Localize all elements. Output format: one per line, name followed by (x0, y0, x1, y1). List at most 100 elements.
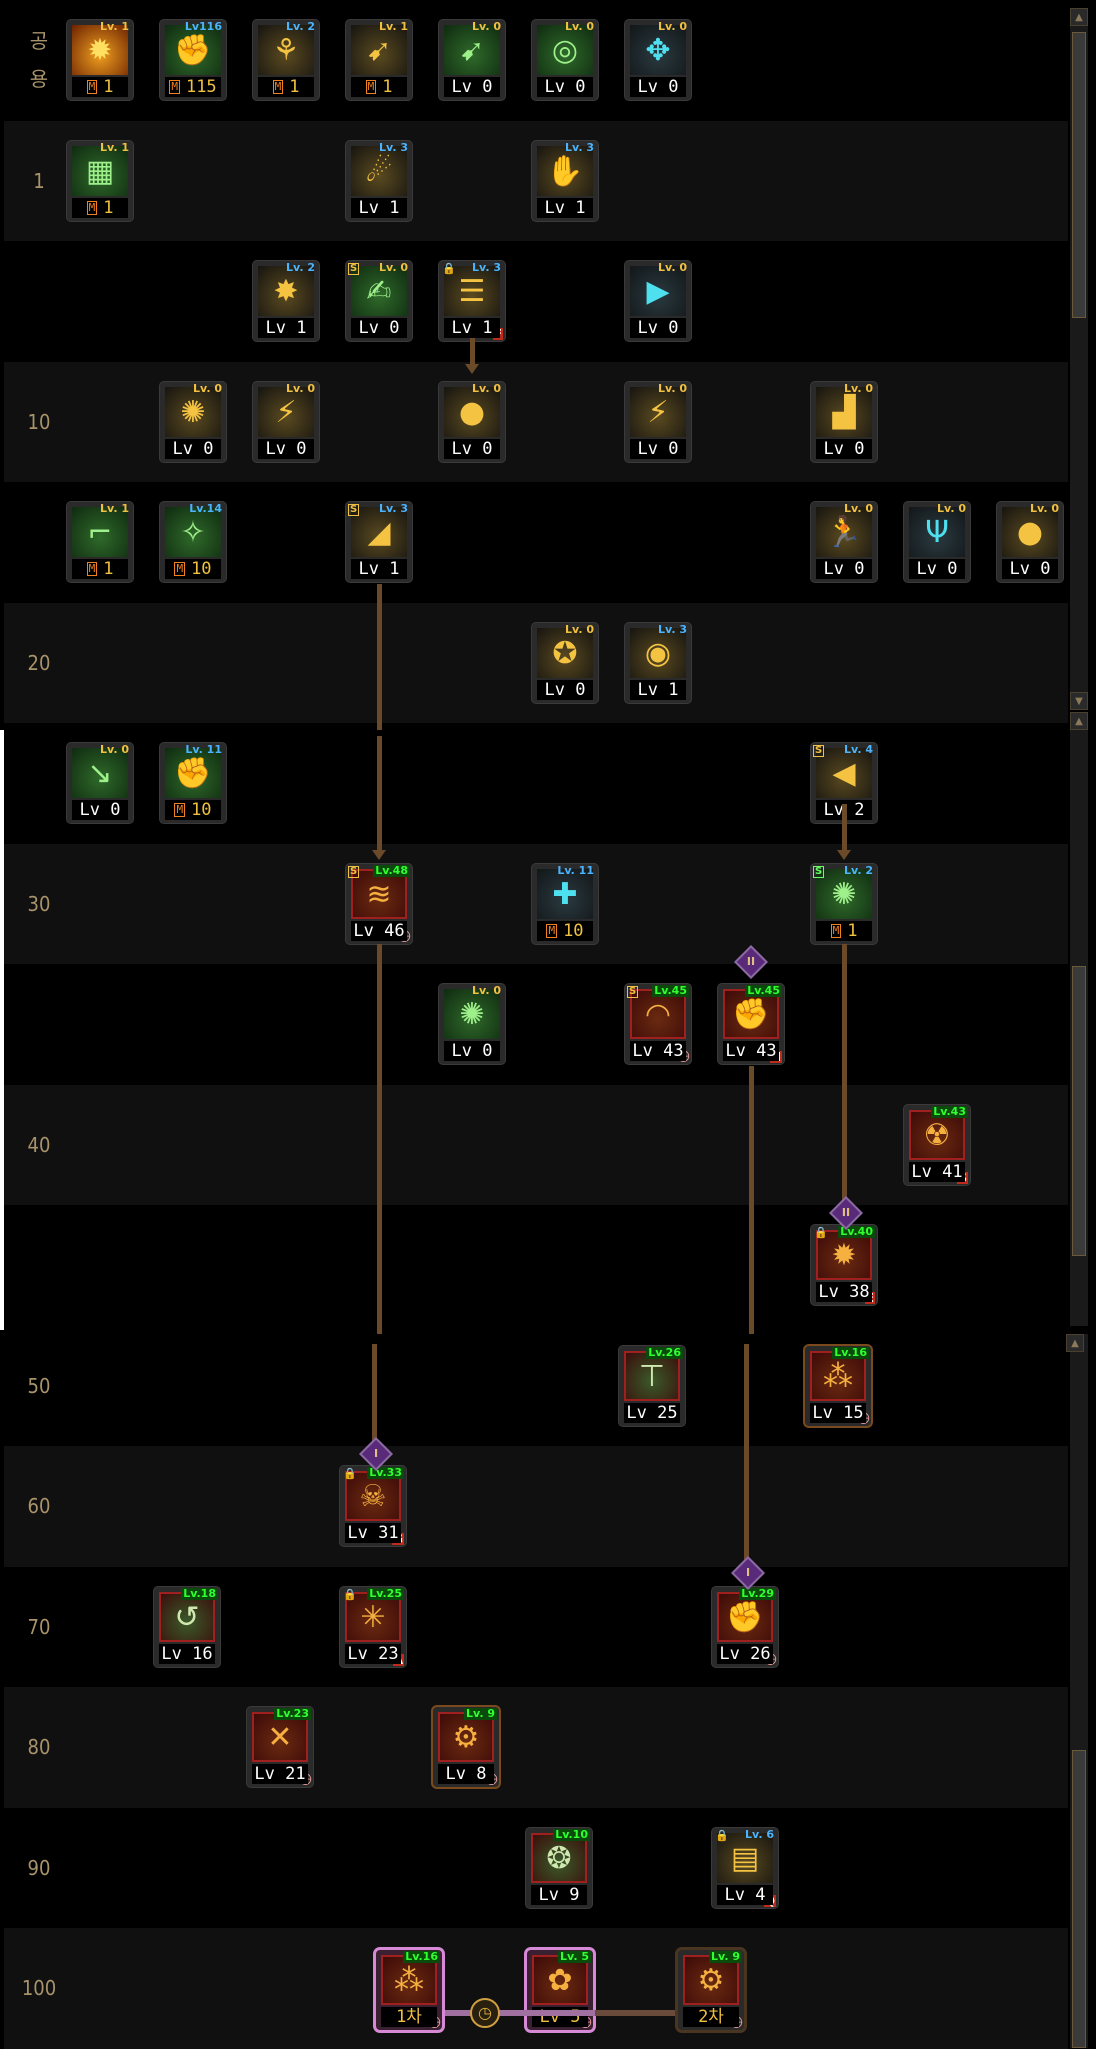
hyper-connector (445, 2010, 675, 2016)
skill-level: Lv 0 (816, 439, 872, 459)
skill-slot[interactable]: ✳Lv.25🔒ALv 23 (340, 1587, 406, 1667)
skill-slot[interactable]: ≋Lv.48S◷Lv 46 (346, 864, 412, 944)
scroll-up-button[interactable]: ▲ (1070, 8, 1088, 26)
skill-slot[interactable]: ⚙Lv. 9◷Lv 8 (433, 1707, 499, 1787)
skill-max-level: Lv. 0 (658, 261, 687, 274)
tier-level-label: 20 (27, 650, 51, 675)
skill-level-value: Lv 0 (265, 439, 307, 459)
skill-icon: ✳ (345, 1592, 401, 1642)
skill-level-value: 1 (847, 921, 858, 941)
skill-level-value: Lv 0 (637, 77, 679, 97)
skill-level-value: 1 (103, 77, 114, 97)
scrollbar-thumb[interactable] (1072, 1750, 1086, 2048)
skill-icon: ⚙ (683, 1955, 739, 2005)
lock-icon: 🔒 (442, 262, 456, 275)
scroll-up-button[interactable]: ▲ (1066, 1334, 1084, 1352)
scroll-down-button[interactable]: ▼ (1070, 692, 1088, 710)
skill-max-level: Lv. 3 (565, 141, 594, 154)
connector-line (749, 1066, 754, 1334)
skill-max-level: Lv.43 (931, 1105, 968, 1118)
skill-slot[interactable]: ☠Lv.33🔒GLv 31 (340, 1466, 406, 1546)
skill-icon: ⚡ (258, 387, 314, 437)
skill-max-level: Lv.18 (181, 1587, 218, 1600)
skill-slot[interactable]: ✿Lv. 5◷Lv 5 (527, 1950, 593, 2030)
hyper-connector (595, 2010, 675, 2016)
skill-icon: ☠ (345, 1471, 401, 1521)
master-badge-icon: M (86, 201, 98, 215)
skill-s-badge: S (813, 866, 825, 878)
skill-level-value: 10 (191, 800, 212, 820)
skill-level: Lv 4 (717, 1885, 773, 1905)
scrollbar-thumb[interactable] (1072, 966, 1086, 1256)
skill-slot[interactable]: ✋Lv. 3 Lv 1 (532, 141, 598, 221)
skill-slot[interactable]: ⚙Lv. 9◷2차 (678, 1950, 744, 2030)
skill-level: Lv 1 (537, 198, 593, 218)
master-badge-icon: M (174, 562, 186, 576)
scrollbar-thumb[interactable] (1072, 32, 1086, 318)
skill-icon: ✋ (537, 146, 593, 196)
skill-slot[interactable]: ⁂Lv.16◷Lv 15 (805, 1346, 871, 1426)
skill-slot[interactable]: ✊Lv.45HLv 43 (718, 984, 784, 1064)
skill-level: Lv 0 (165, 439, 221, 459)
skill-slot[interactable]: ☢Lv.43SLv 41 (904, 1105, 970, 1185)
skill-level-value: Lv 0 (637, 439, 679, 459)
skill-slot[interactable]: ◠Lv.45S◷Lv 43 (625, 984, 691, 1064)
skill-level-value: Lv 25 (626, 1403, 678, 1423)
scroll-up-button[interactable]: ▲ (1070, 712, 1088, 730)
skill-level: Lv 0 (444, 439, 500, 459)
skill-icon: ↺ (159, 1592, 215, 1642)
skill-icon: ▟ (816, 387, 872, 437)
skill-s-badge: S (348, 263, 360, 275)
skill-level-value: Lv 0 (451, 77, 493, 97)
skill-slot[interactable]: ⁂Lv.16◷1차 (376, 1950, 442, 2030)
skill-max-level: Lv. 9 (709, 1950, 742, 1963)
skill-slot[interactable]: ✊Lv.29◷Lv 26 (712, 1587, 778, 1667)
skill-max-level: Lv. 0 (658, 382, 687, 395)
skill-slot[interactable]: ▤Lv. 6🔒QLv 4 (712, 1828, 778, 1908)
master-badge-icon: M (86, 80, 98, 94)
skill-level: Lv 0 (258, 439, 314, 459)
skill-level-value: Lv 8 (445, 1764, 487, 1784)
skill-level-value: Lv 0 (544, 77, 586, 97)
master-badge-icon: M (365, 80, 377, 94)
skill-slot[interactable]: ✹Lv.40🔒ELv 38 (811, 1225, 877, 1305)
skill-slot[interactable]: ✕Lv.23◷Lv 21 (247, 1707, 313, 1787)
skill-max-level: Lv.16 (832, 1346, 869, 1359)
skill-max-level: Lv. 0 (472, 382, 501, 395)
skill-max-level: Lv. 3 (472, 261, 501, 274)
skill-slot[interactable]: ☰Lv. 3🔒FLv 1 (439, 261, 505, 341)
